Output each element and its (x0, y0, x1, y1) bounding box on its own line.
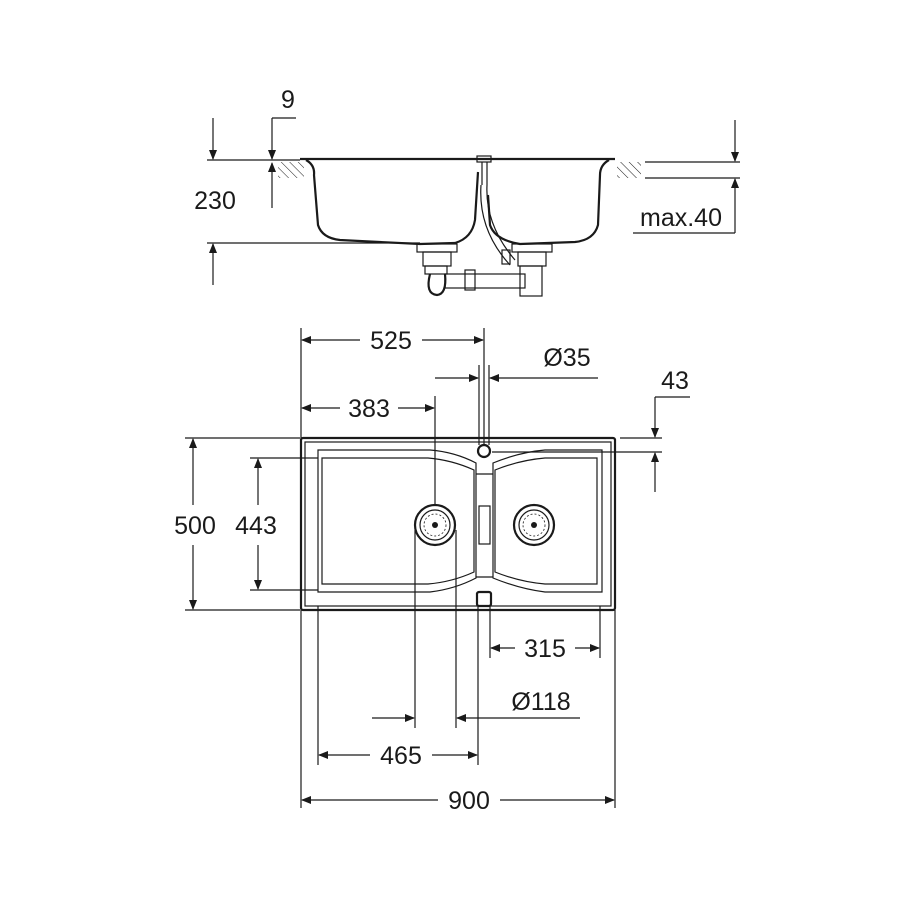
right-waste (511, 243, 553, 253)
top-view: 525 Ø35 43 383 500 443 315 Ø118 465 (174, 327, 690, 815)
right-bowl-profile (486, 159, 610, 246)
dim-tap-hole-diameter: Ø35 (543, 344, 590, 372)
operating-knob (475, 590, 493, 608)
dim-overall-width: 900 (448, 787, 490, 815)
dim-tap-hole-edge: 43 (661, 367, 689, 395)
right-bowl (492, 449, 603, 593)
tap-hole (476, 443, 492, 459)
dim-tap-hole-offset: 525 (370, 327, 412, 355)
tap-hole-fitting (476, 155, 492, 163)
dim-left-drain-offset: 383 (348, 395, 390, 423)
dim-bowl-depth: 443 (235, 512, 277, 540)
dim-depth: 230 (194, 187, 236, 215)
left-bowl (317, 449, 477, 593)
overflow-slot (478, 505, 491, 545)
dim-drain-diameter: Ø118 (511, 688, 570, 716)
right-drain (512, 503, 556, 547)
sink-outline (299, 436, 617, 612)
overflow-pipe (444, 273, 526, 289)
dim-right-bowl-width: 315 (524, 635, 566, 663)
dim-rim-thickness: 9 (281, 86, 295, 114)
worktop-hatch-left (278, 162, 304, 178)
left-drain (413, 503, 457, 547)
left-bowl-profile (305, 159, 480, 246)
dim-worktop-max: max.40 (640, 204, 722, 232)
dim-left-bowl-width: 465 (380, 742, 422, 770)
dim-overall-depth: 500 (174, 512, 216, 540)
side-view: 9 230 max.40 (194, 86, 740, 297)
worktop-hatch-right (617, 162, 641, 178)
left-waste (416, 243, 458, 253)
